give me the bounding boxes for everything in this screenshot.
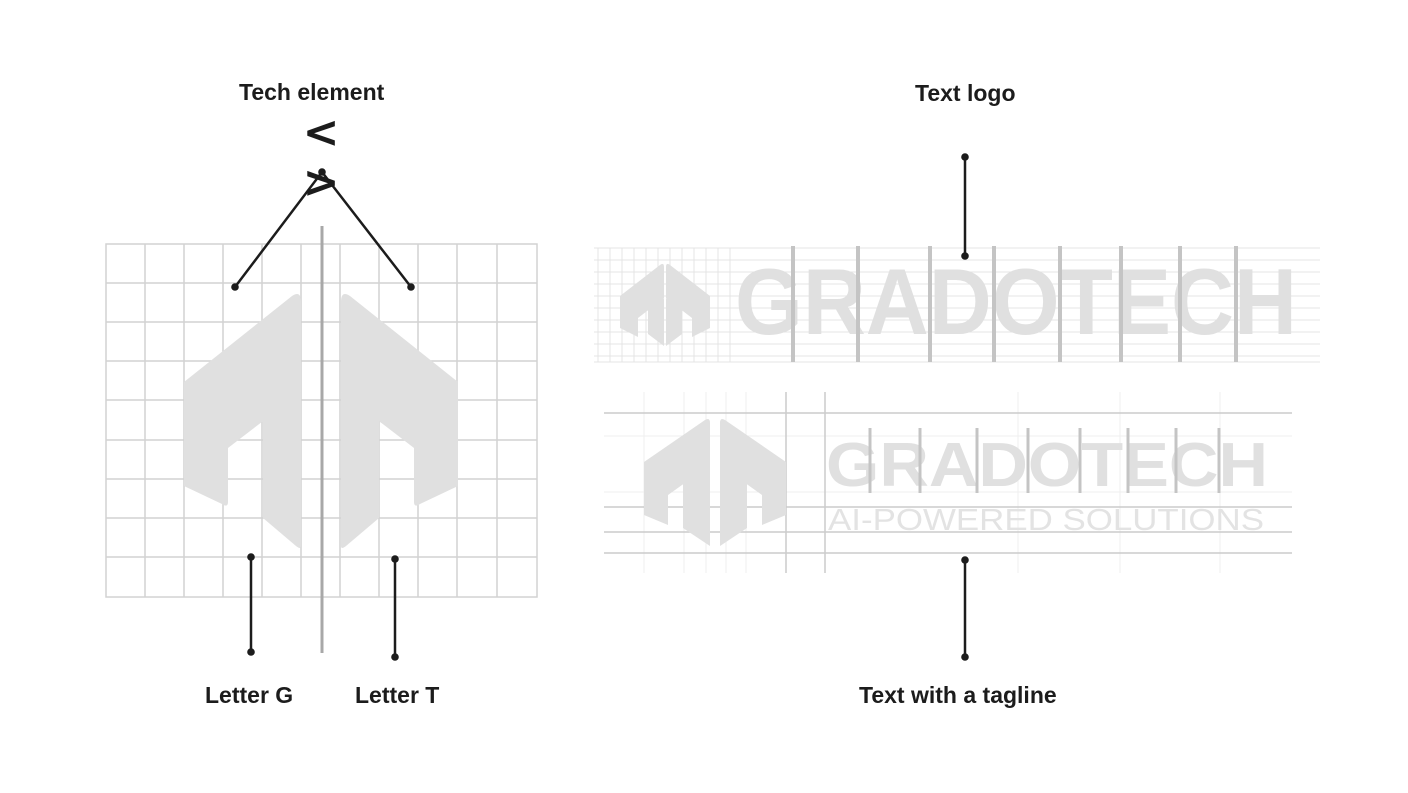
letter-t-label: Letter T bbox=[355, 682, 440, 708]
tech-element-label: Tech element bbox=[239, 79, 385, 105]
text-logo-wordmark: GRADOTECH bbox=[735, 249, 1297, 354]
letter-g-label: Letter G bbox=[205, 682, 294, 708]
tagline-logo-letter-dividers bbox=[868, 428, 1221, 493]
text-logo-construction-grid bbox=[594, 247, 1320, 363]
tech-element-callout bbox=[231, 168, 415, 291]
letter-g-callout bbox=[247, 553, 255, 656]
text-logo-letter-dividers bbox=[791, 246, 1238, 362]
icon-mark bbox=[184, 294, 458, 548]
tagline-logo-guides bbox=[604, 392, 1292, 573]
text-with-tagline-label: Text with a tagline bbox=[859, 682, 1057, 708]
tagline-logo-wordmark: GRADOTECH bbox=[826, 431, 1268, 500]
text-logo-icon bbox=[620, 263, 710, 346]
tagline-logo-callout bbox=[961, 556, 969, 661]
text-logo-callout bbox=[961, 153, 969, 260]
tagline-logo-icon bbox=[644, 419, 786, 546]
tech-element-symbol: < > bbox=[302, 107, 342, 208]
letter-t-callout bbox=[391, 555, 399, 661]
text-logo-label: Text logo bbox=[915, 80, 1016, 106]
tagline-logo-tagline: AI-POWERED SOLUTIONS bbox=[828, 502, 1264, 537]
